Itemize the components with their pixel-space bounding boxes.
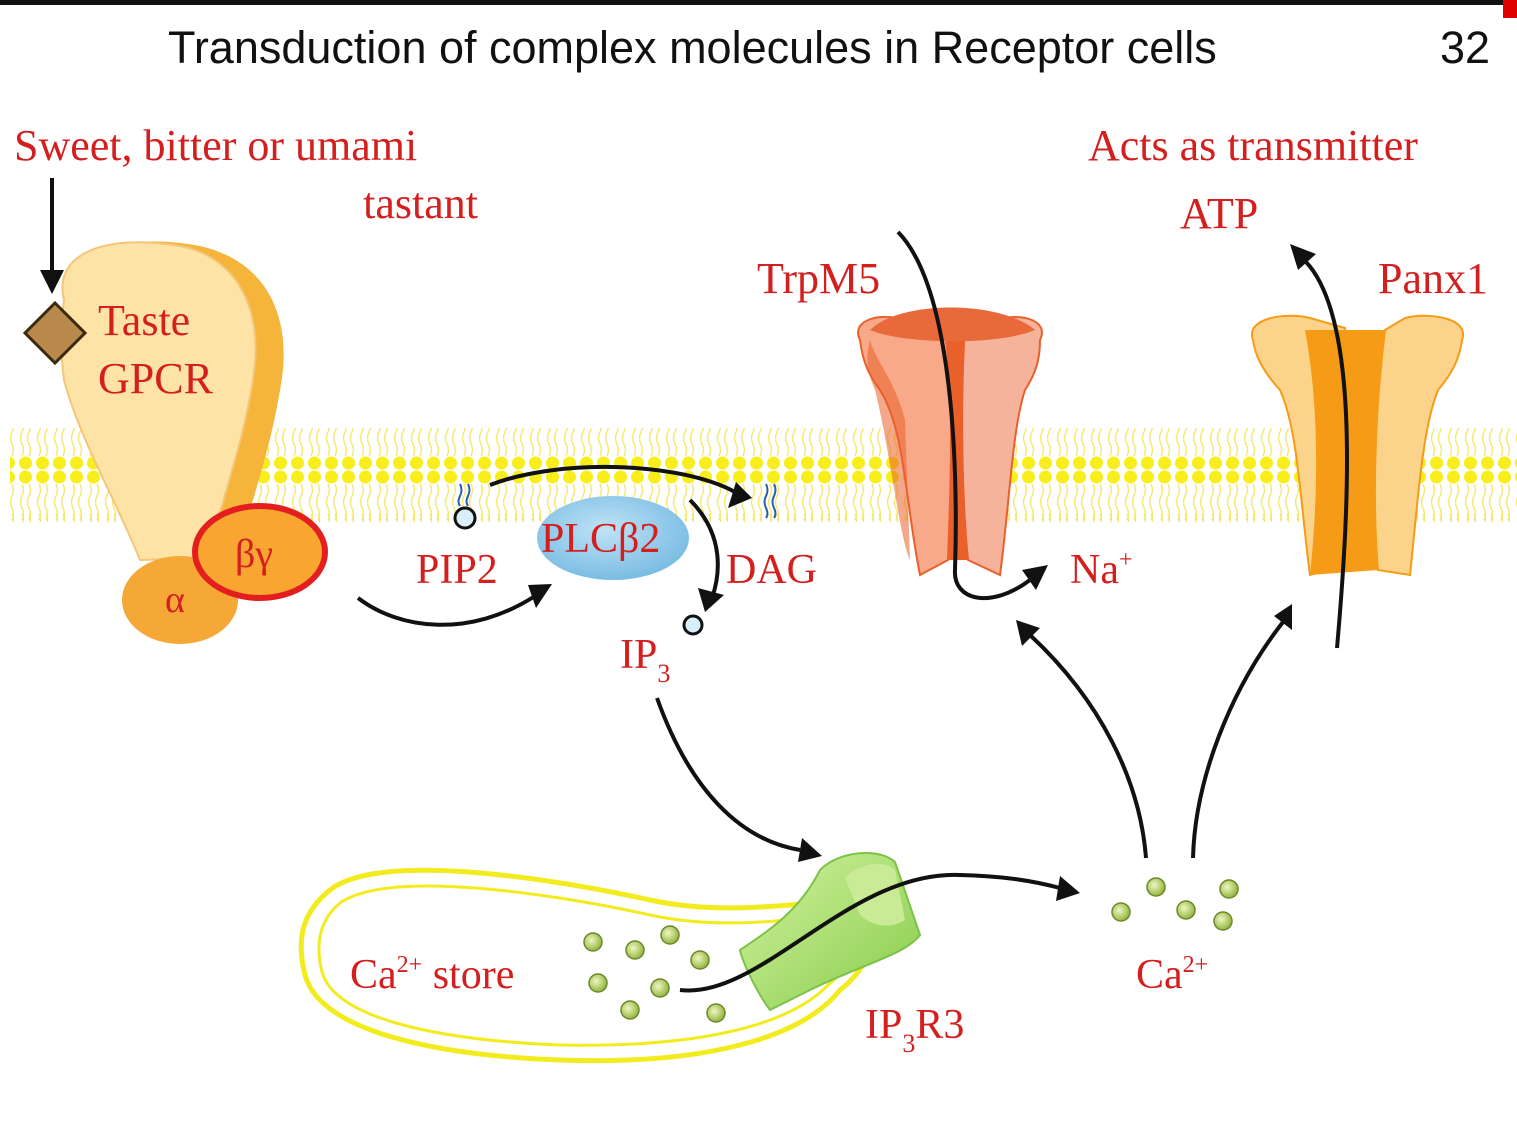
calcium-to-panx1-arrow [1191,620,1285,859]
top-border [0,0,1517,5]
panx1-label: Panx1 [1378,254,1488,303]
arrowhead [1016,620,1040,646]
ip3r3-label: IP3R3 [865,1002,964,1058]
dag-molecule-icon [763,483,777,519]
trpm5-channel [857,307,1043,577]
corner-marker [1503,0,1517,18]
arrowhead [1022,565,1048,590]
calcium-ions-store [583,925,726,1023]
dag-label: DAG [726,547,817,593]
calcium-release-arrow [679,872,1061,993]
g-protein-to-plc-arrow [356,594,537,627]
plc-to-ip3-arrow [688,498,720,599]
arrowhead [1056,876,1080,901]
arrowhead [1290,244,1316,270]
gpcr-label-line2: GPCR [98,354,214,403]
ip3r3-channel [738,852,922,1012]
page-number: 32 [1440,22,1491,73]
g-beta-gamma-subunit [192,503,328,601]
tastant-arrowhead [40,270,64,294]
calcium-ions-cytosol [1111,877,1239,931]
arrowhead [528,584,552,608]
sodium-influx-arrow [896,230,1032,600]
plc-label: PLCβ2 [541,516,660,562]
arrowhead [698,588,724,612]
calcium-store-label: Ca2+ store [350,952,514,998]
gpcr-label-line1: Taste [98,296,190,345]
beta-gamma-label: βγ [235,531,273,576]
calcium-cytosol-label: Ca2+ [1136,952,1208,998]
taste-gpcr [60,241,328,644]
arrowhead [728,482,752,508]
calcium-store-organelle [298,867,878,1064]
atp-label: ATP [1180,189,1258,238]
atp-release-arrow [1300,256,1349,649]
alpha-label: α [165,579,185,621]
calcium-to-trpm5-arrow [1028,633,1148,859]
sodium-label: Na+ [1070,547,1133,593]
plc-beta2-enzyme [537,496,689,580]
tastant-ligand-icon [22,300,88,366]
ip3-molecule-icon [682,614,704,636]
ip3-to-ip3r3-arrow [655,697,801,852]
ip3-label: IP3 [620,632,670,688]
tastant-label-line2: tastant [363,179,478,228]
trpm5-label: TrpM5 [757,254,880,303]
pip2-to-dag-arrow [489,464,736,494]
slide-title: Transduction of complex molecules in Rec… [168,22,1217,73]
arrowhead [1274,604,1292,630]
arrowhead [798,838,822,862]
pip2-molecule-icon [453,483,477,530]
pip2-label: PIP2 [416,547,498,593]
acts-as-transmitter-label: Acts as transmitter [1088,121,1418,170]
tastant-label-line1: Sweet, bitter or umami [14,121,417,170]
